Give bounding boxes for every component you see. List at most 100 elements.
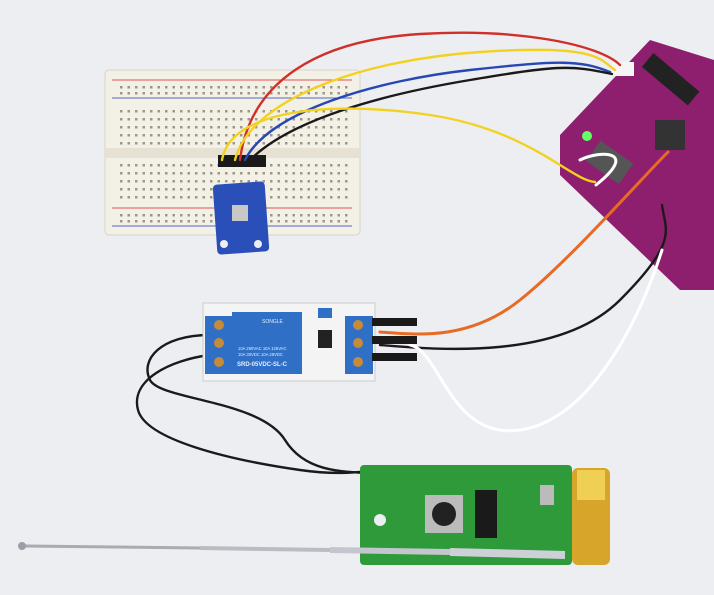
breadboard-hole [195,188,198,191]
breadboard-hole [307,118,310,121]
breadboard-hole [322,188,325,191]
breadboard-hole [225,118,228,121]
breadboard-hole [262,172,265,175]
breadboard-hole [120,134,123,137]
breadboard-hole [322,126,325,129]
breadboard-hole [270,126,273,129]
breadboard-hole [180,196,183,199]
breadboard-hole [262,180,265,183]
breadboard-hole [345,134,348,137]
breadboard-hole [210,126,213,129]
breadboard-hole [345,126,348,129]
breadboard-hole [285,164,288,167]
breadboard-hole [150,220,153,223]
breadboard-hole [270,196,273,199]
breadboard-hole [187,92,190,95]
breadboard-hole [135,172,138,175]
breadboard-hole [292,164,295,167]
breadboard-hole [292,134,295,137]
breadboard-hole [337,118,340,121]
breadboard-hole [225,126,228,129]
breadboard-hole [120,142,123,145]
breadboard-hole [172,164,175,167]
breadboard-hole [247,134,250,137]
breadboard-hole [172,220,175,223]
breadboard-hole [195,134,198,137]
breadboard-hole [315,134,318,137]
breadboard-hole [157,110,160,113]
breadboard-hole [217,110,220,113]
breadboard-hole [195,172,198,175]
breadboard-hole [270,118,273,121]
breadboard-hole [270,134,273,137]
breadboard-hole [292,86,295,89]
breadboard-hole [127,188,130,191]
breadboard-hole [345,92,348,95]
breadboard-hole [157,86,160,89]
breadboard-hole [187,164,190,167]
breadboard-hole [232,142,235,145]
breadboard-hole [217,172,220,175]
breadboard-hole [210,164,213,167]
breadboard-hole [180,188,183,191]
relay-rating-1: 10A 250VAC 10A 125VAC [238,346,287,351]
wire-yellow [233,48,617,162]
breadboard-hole [142,180,145,183]
breadboard-hole [202,86,205,89]
breadboard-hole [330,92,333,95]
breadboard-hole [345,214,348,217]
breadboard-hole [330,126,333,129]
breadboard-hole [172,126,175,129]
breadboard-hole [292,214,295,217]
breadboard-hole [150,134,153,137]
breadboard-hole [330,188,333,191]
breadboard-hole [142,220,145,223]
breadboard-hole [337,142,340,145]
breadboard-hole [195,142,198,145]
breadboard-hole [202,110,205,113]
breadboard-hole [300,180,303,183]
breadboard-hole [150,188,153,191]
breadboard-hole [210,86,213,89]
breadboard-hole [120,126,123,129]
breadboard-hole [270,164,273,167]
breadboard-hole [142,134,145,137]
wire-blue [243,61,612,162]
breadboard-hole [142,86,145,89]
breadboard-hole [127,142,130,145]
breadboard-hole [120,214,123,217]
breadboard-hole [330,142,333,145]
breadboard-hole [210,188,213,191]
breadboard-hole [180,164,183,167]
breadboard-hole [210,118,213,121]
breadboard-hole [127,118,130,121]
breadboard-hole [300,214,303,217]
breadboard-hole [337,126,340,129]
breadboard-hole [300,220,303,223]
breadboard-hole [172,118,175,121]
breadboard-hole [247,118,250,121]
breadboard-hole [285,220,288,223]
breadboard-hole [142,196,145,199]
breadboard-hole [150,86,153,89]
breadboard-hole [255,172,258,175]
breadboard-hole [307,86,310,89]
breadboard-hole [285,92,288,95]
breadboard-hole [307,220,310,223]
breadboard-hole [180,126,183,129]
breadboard-hole [240,110,243,113]
breadboard-hole [180,92,183,95]
breadboard-hole [292,126,295,129]
breadboard-hole [225,172,228,175]
breadboard-hole [172,86,175,89]
relay-brand: SONGLE [262,319,284,325]
breadboard-hole [150,142,153,145]
breadboard-hole [255,126,258,129]
breadboard-hole [292,188,295,191]
breadboard-hole [142,214,145,217]
breadboard-hole [142,110,145,113]
breadboard-hole [172,180,175,183]
breadboard-hole [180,134,183,137]
breadboard-hole [307,196,310,199]
breadboard-hole [165,164,168,167]
